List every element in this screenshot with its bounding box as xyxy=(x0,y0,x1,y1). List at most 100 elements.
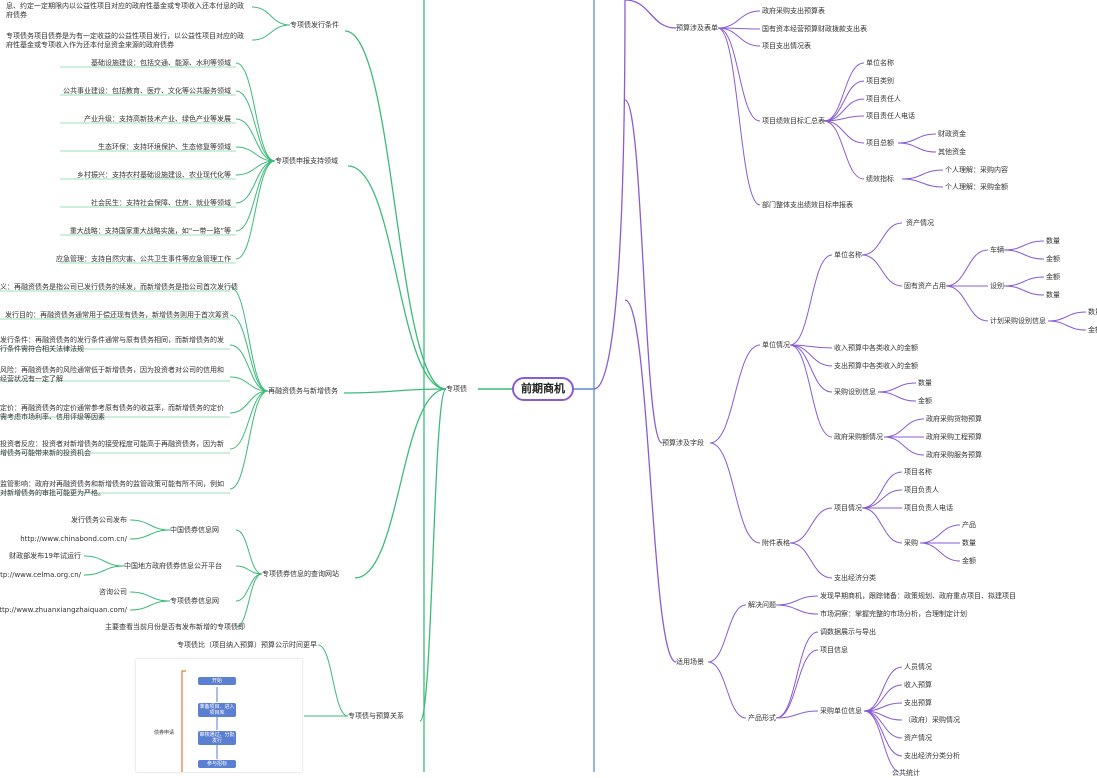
node-occupy[interactable]: 固有资产占用 xyxy=(904,282,946,290)
node-project-3[interactable]: 项目负责人电话 xyxy=(904,504,953,512)
node-field-4[interactable]: 生态环保：支持环境保护、生态修复等领域 xyxy=(98,143,231,151)
node-refi-7[interactable]: 监管影响：政府对再融资债务和新增债务的监管政策可能有所不同，例如对新增债务的审批… xyxy=(0,480,224,497)
node-gov[interactable]: 政府采购额情况 xyxy=(834,433,883,441)
node-field-8[interactable]: 应急管理：支持自然灾害、公共卫生事件等应急管理工作 xyxy=(56,255,231,263)
node-support-fields[interactable]: 专项债申报支持领域 xyxy=(275,157,338,165)
node-proj-purchase[interactable]: 采购 xyxy=(904,539,918,547)
node-site-1-name[interactable]: 中国债券信息网 xyxy=(170,526,219,534)
node-buyer-1[interactable]: 人员情况 xyxy=(904,663,932,671)
node-budget-field[interactable]: 预算涉及字段 xyxy=(662,439,704,447)
node-perf-total-1[interactable]: 财政资金 xyxy=(938,130,966,138)
node-buyer-3[interactable]: 支出预算 xyxy=(904,699,932,707)
node-plan-1[interactable]: 数量 xyxy=(1088,308,1097,316)
node-site-1-desc[interactable]: 发行债务公司发布 xyxy=(71,516,127,524)
node-field-2[interactable]: 公共事业建设：包括教育、医疗、文化等公共服务领域 xyxy=(63,87,231,95)
node-product[interactable]: 产品形式 xyxy=(748,714,776,722)
node-unit-info[interactable]: 单位情况 xyxy=(762,341,790,349)
node-purchase-1[interactable]: 数量 xyxy=(918,379,932,387)
node-gov-3[interactable]: 政府采购服务预算 xyxy=(926,451,982,459)
node-refi-1[interactable]: 义：再融资债务是指公司已发行债务的续发，而新增债务是指公司首次发行债 xyxy=(0,283,238,291)
node-field-5[interactable]: 乡村振兴：支持农村基础设施建设、农业现代化等 xyxy=(77,171,231,179)
node-refi-2[interactable]: 发行目的：再融资债务通常用于偿还现有债务，新增债务则用于首次筹资 xyxy=(5,311,229,319)
node-bt-2[interactable]: 国有资本经营预算财政拨款支出表 xyxy=(762,25,867,33)
node-site-1-url[interactable]: http://www.chinabond.com.cn/ xyxy=(20,535,127,543)
node-equip[interactable]: 设别 xyxy=(990,282,1004,290)
node-buyer-7[interactable]: 公共统计 xyxy=(892,769,920,777)
node-product-1[interactable]: 调数据展示与导出 xyxy=(820,628,876,636)
node-proj-purchase-2[interactable]: 数量 xyxy=(962,539,976,547)
node-issue-conditions[interactable]: 专项债发行条件 xyxy=(290,21,339,29)
node-budget-relation[interactable]: 专项债与预算关系 xyxy=(348,712,404,720)
node-car[interactable]: 车辆 xyxy=(990,246,1004,254)
node-field-3[interactable]: 产业升级：支持高新技术产业、绿色产业等发展 xyxy=(84,115,231,123)
node-perf[interactable]: 项目绩效目标汇总表 xyxy=(762,117,825,125)
node-bt-1[interactable]: 政府采购支出预算表 xyxy=(762,7,825,15)
node-site-2-url[interactable]: http://www.celma.org.cn/ xyxy=(0,571,81,579)
node-perf-1[interactable]: 单位名称 xyxy=(866,59,894,67)
node-gov-2[interactable]: 政府采购工程预算 xyxy=(926,433,982,441)
node-project-2[interactable]: 项目负责人 xyxy=(904,486,939,494)
connector xyxy=(877,391,917,402)
node-buyer-6[interactable]: 支出经济分类分析 xyxy=(904,752,960,760)
center-topic[interactable]: 前期商机 xyxy=(512,377,574,401)
node-issue-cond-2[interactable]: 专项债务项目债券是为有一定收益的公益性项目发行，以公益性项目对应的政府性基金或专… xyxy=(6,32,244,49)
node-buyer-2[interactable]: 收入预算 xyxy=(904,681,932,689)
node-perf-2[interactable]: 项目类别 xyxy=(866,77,894,85)
node-product-2[interactable]: 项目信息 xyxy=(820,646,848,654)
node-perf-ind-1[interactable]: 个人理解：采购内容 xyxy=(945,166,1008,174)
node-site-2-name[interactable]: 中国地方政府债券信息公开平台 xyxy=(124,562,222,570)
node-solve-1[interactable]: 发现早期商机，跟踪储备：政策规划、政府重点项目、拟建项目 xyxy=(820,592,1016,600)
node-perf-total-2[interactable]: 其他资金 xyxy=(938,148,966,156)
node-car-1[interactable]: 数量 xyxy=(1046,237,1060,245)
node-purchase-2[interactable]: 金额 xyxy=(918,397,932,405)
node-perf-4[interactable]: 项目责任人电话 xyxy=(866,112,915,120)
node-refi-3[interactable]: 发行条件：再融资债务的发行条件通常与原有债务相同，而新增债务的发行条件需符合相关… xyxy=(0,336,224,353)
node-field-7[interactable]: 重大战略：支持国家重大战略实施，如“一带一路”等 xyxy=(69,227,231,235)
node-query-sites[interactable]: 专项债券信息的查询网站 xyxy=(262,570,339,578)
node-project-1[interactable]: 项目名称 xyxy=(904,468,932,476)
node-perf-3[interactable]: 项目责任人 xyxy=(866,95,901,103)
node-site-3-url[interactable]: http://www.zhuanxiangzhaiquan.com/ xyxy=(0,606,127,614)
node-plan-2[interactable]: 金额 xyxy=(1088,326,1097,334)
node-econ[interactable]: 支出经济分类 xyxy=(834,574,876,582)
node-solve-2[interactable]: 市场洞察：掌握完整的市场分析，合理制定计划 xyxy=(820,610,967,618)
node-refi-6[interactable]: 投资者反应：投资者对新增债务的接受程度可能高于再融资债务，因为新增债务可能带来新… xyxy=(0,440,224,457)
node-buyer[interactable]: 采购单位信息 xyxy=(820,707,862,715)
node-site-note[interactable]: 主要查看当前月份是否有发布新增的专项债即 xyxy=(105,623,245,631)
node-proj-purchase-1[interactable]: 产品 xyxy=(962,521,976,529)
node-plan[interactable]: 计划采购设别信息 xyxy=(990,317,1046,325)
node-budget-table[interactable]: 预算涉及表单 xyxy=(676,24,718,32)
node-attach[interactable]: 附件表格 xyxy=(762,539,790,547)
node-perf-ind-2[interactable]: 个人理解：采购金额 xyxy=(945,183,1008,191)
node-site-2-desc[interactable]: 财政部发布19年试运行 xyxy=(9,552,81,560)
node-car-2[interactable]: 金额 xyxy=(1046,255,1060,263)
node-unit-name[interactable]: 单位名称 xyxy=(834,251,862,259)
node-equip-2[interactable]: 数量 xyxy=(1046,291,1060,299)
node-purchase[interactable]: 采购设别信息 xyxy=(834,388,876,396)
node-zhuanxiangzhai[interactable]: 专项债 xyxy=(446,385,467,393)
node-gov-1[interactable]: 政府采购货物预算 xyxy=(926,415,982,423)
node-equip-1[interactable]: 金额 xyxy=(1046,273,1060,281)
node-solve[interactable]: 解决问题 xyxy=(748,601,776,609)
node-buyer-4[interactable]: （政府）采购情况 xyxy=(904,716,960,724)
node-perf-indicator[interactable]: 绩效指标 xyxy=(866,175,894,183)
node-scenario[interactable]: 适用场景 xyxy=(676,658,704,666)
node-refi-5[interactable]: 定价：再融资债务的定价通常参考原有债务的收益率，而新增债务的定价需考虑市场利率、… xyxy=(0,404,224,421)
node-site-3-desc[interactable]: 咨询公司 xyxy=(99,588,127,596)
node-income[interactable]: 收入预算中各类收入的金额 xyxy=(834,344,918,352)
node-asset[interactable]: 资产情况 xyxy=(906,219,934,227)
node-project[interactable]: 项目情况 xyxy=(834,504,862,512)
node-dept[interactable]: 部门整体支出绩效目标申报表 xyxy=(762,201,853,209)
node-perf-total[interactable]: 项目总额 xyxy=(866,139,894,147)
node-proj-purchase-3[interactable]: 金额 xyxy=(962,557,976,565)
node-field-1[interactable]: 基础设施建设：包括交通、能源、水利等领域 xyxy=(91,59,231,67)
node-refi-4[interactable]: 风险：再融资债务的风险通常低于新增债务，因为投资者对公司的信用和经营状况有一定了… xyxy=(0,366,224,383)
node-refinance[interactable]: 再融资债务与新增债务 xyxy=(268,387,338,395)
node-issue-cond-1[interactable]: 息、约定一定期限内以公益性项目对应的政府性基金或专项收入还本付息的政府债券 xyxy=(6,2,244,19)
node-expense[interactable]: 支出预算中各类收入的金额 xyxy=(834,362,918,370)
node-field-6[interactable]: 社会民生：支持社会保障、住房、就业等领域 xyxy=(91,199,231,207)
node-budget-relation-item[interactable]: 专项债比（项目纳入预算）预算公示时间更早 xyxy=(177,641,317,649)
node-bt-3[interactable]: 项目支出情况表 xyxy=(762,42,811,50)
node-site-3-name[interactable]: 专项债券信息网 xyxy=(170,597,219,605)
node-buyer-5[interactable]: 资产情况 xyxy=(904,734,932,742)
